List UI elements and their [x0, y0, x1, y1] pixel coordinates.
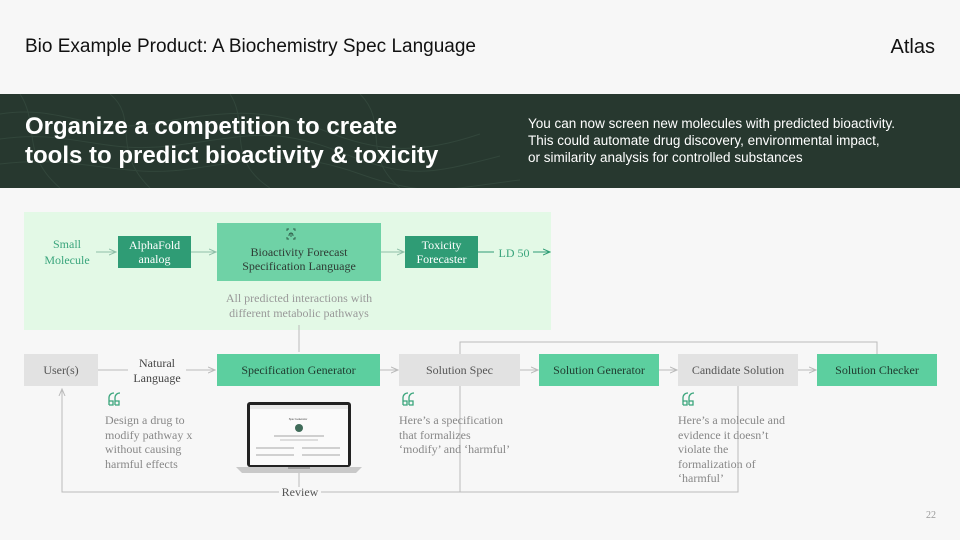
banner-headline: Organize a competition to create tools t…	[25, 112, 495, 170]
note-line: formalization of	[678, 456, 756, 471]
label-line: Small	[52, 237, 81, 251]
small-molecule-label: Small Molecule	[36, 236, 98, 268]
label-line: Language	[133, 370, 181, 385]
box-line: analog	[138, 252, 171, 266]
toxicity-forecaster-box: Toxicity Forecaster	[405, 236, 478, 268]
ld50-output-label: LD 50	[498, 246, 530, 260]
solution-generator-box: Solution Generator	[539, 354, 659, 386]
note-line: Here’s a specification	[399, 413, 503, 427]
candidate-note: Here’s a molecule and evidence it doesn’…	[678, 413, 803, 486]
headline-line: Organize a competition to create	[25, 113, 398, 140]
box-line: Bioactivity Forecast	[250, 245, 348, 259]
solution-spec-box: Solution Spec	[399, 354, 520, 386]
label-line: Molecule	[44, 253, 90, 267]
note-line: violate the	[678, 442, 729, 456]
banner	[0, 94, 960, 188]
note-line: ‘modify’ and ‘harmful’	[399, 442, 511, 456]
candidate-solution-box: Candidate Solution	[678, 354, 798, 386]
topographic-pattern	[0, 94, 521, 188]
bioactivity-spec-language-box: Bioactivity Forecast Specification Langu…	[217, 223, 381, 281]
note-line: ‘harmful’	[678, 471, 724, 485]
fingerprint-icon	[285, 227, 297, 240]
user-request-note: Design a drug to modify pathway x withou…	[105, 413, 215, 471]
note-line: Here’s a molecule and	[678, 413, 785, 427]
laptop-screen-title: Spec Generator	[288, 417, 308, 421]
label-line: Natural	[139, 356, 175, 370]
quote-icon	[680, 390, 698, 408]
laptop-illustration	[236, 400, 362, 475]
note-line: modify pathway x	[105, 427, 193, 442]
description-line: or similarity analysis for controlled su…	[528, 150, 803, 165]
note-line: All predicted interactions with	[225, 291, 373, 305]
quote-icon	[400, 390, 418, 408]
description-line: This could automate drug discovery, envi…	[528, 133, 880, 148]
brand-logo-text: Atlas	[890, 36, 935, 58]
spec-generator-box: Specification Generator	[217, 354, 380, 386]
note-line: evidence it doesn’t	[678, 427, 769, 442]
solution-checker-box: Solution Checker	[817, 354, 937, 386]
box-line: Specification Language	[242, 259, 356, 273]
note-line: harmful effects	[105, 456, 178, 471]
note-line: that formalizes	[399, 427, 471, 442]
review-label: Review	[281, 485, 319, 499]
box-line: AlphaFold	[128, 238, 181, 252]
slide-title: Bio Example Product: A Biochemistry Spec…	[25, 36, 476, 57]
users-box: User(s)	[24, 354, 98, 386]
pipeline-note: All predicted interactions with differen…	[210, 291, 388, 320]
spec-note: Here’s a specification that formalizes ‘…	[399, 413, 529, 457]
note-line: Design a drug to	[105, 413, 185, 427]
box-line: Forecaster	[416, 252, 467, 266]
note-line: different metabolic pathways	[229, 305, 369, 320]
note-line: without causing	[105, 442, 182, 456]
alphafold-box: AlphaFold analog	[118, 236, 191, 268]
headline-line: tools to predict bioactivity & toxicity	[25, 142, 439, 169]
page-number: 22	[926, 510, 936, 521]
quote-icon	[106, 390, 124, 408]
natural-language-label: Natural Language	[128, 356, 186, 385]
banner-description: You can now screen new molecules with pr…	[528, 115, 938, 166]
description-line: You can now screen new molecules with pr…	[528, 116, 895, 131]
box-line: Toxicity	[421, 238, 462, 252]
